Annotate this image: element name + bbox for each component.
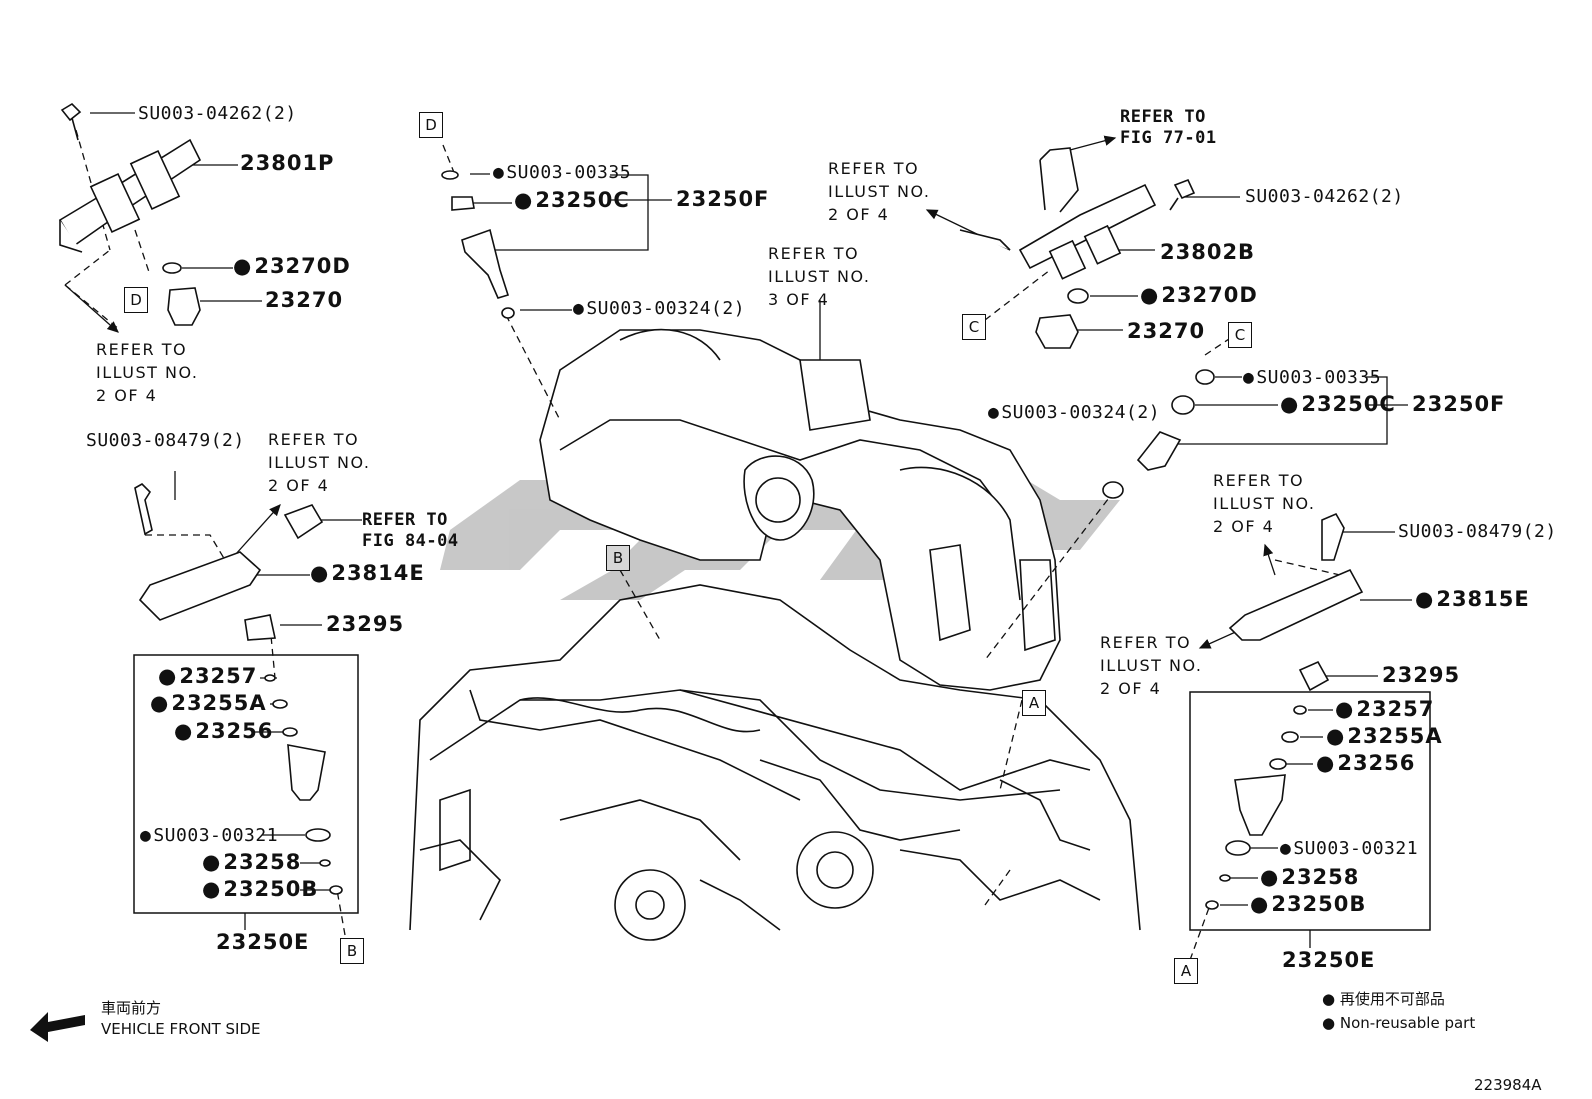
label-23270-right: 23270 xyxy=(1127,319,1206,343)
hose-fig-84-04 xyxy=(283,504,324,540)
vehicle-front-jp: 車両前方 xyxy=(101,999,162,1017)
marker-c-top-right: C xyxy=(962,314,986,340)
label-23270D-right: 23270D xyxy=(1140,283,1258,307)
legend-jp-text: 再使用不可部品 xyxy=(1339,990,1445,1008)
marker-a-center: A xyxy=(1022,690,1046,716)
label-23256-right: 23256 xyxy=(1316,751,1415,775)
figure-number: 223984A xyxy=(1474,1076,1542,1094)
ref-fig-77-01: REFER TO FIG 77-01 xyxy=(1120,107,1217,148)
ref-illust-3: REFER TO ILLUST NO. 3 OF 4 xyxy=(768,244,871,309)
label-su003-08479-right: SU003-08479(2) xyxy=(1398,521,1557,542)
ref-illust-2-left-top: REFER TO ILLUST NO. 2 OF 4 xyxy=(96,340,199,405)
intake-manifold xyxy=(539,328,1061,691)
label-su003-00335-right: SU003-00335 xyxy=(1243,367,1381,388)
label-23257-right: 23257 xyxy=(1335,697,1434,721)
label-23250E-left: 23250E xyxy=(216,930,310,954)
marker-d-top: D xyxy=(419,112,443,138)
label-23250F-top: 23250F xyxy=(676,187,770,211)
marker-b-center: B xyxy=(606,545,630,571)
marker-d-left: D xyxy=(124,287,148,313)
label-su003-00324-top: SU003-00324(2) xyxy=(573,298,745,319)
legend-non-reusable-en: ● Non-reusable part xyxy=(1322,1014,1475,1032)
clip-23295-left xyxy=(244,614,276,641)
bolt-su08479-left xyxy=(134,483,153,536)
label-23270-left: 23270 xyxy=(265,288,344,312)
label-23250C-top: 23250C xyxy=(514,188,630,212)
marker-b-left: B xyxy=(340,938,364,964)
legend-en-text: Non-reusable part xyxy=(1339,1014,1476,1032)
label-23258-left: 23258 xyxy=(202,850,301,874)
label-su003-00321-left: SU003-00321 xyxy=(140,825,278,846)
kit-box-23250E-left xyxy=(133,654,359,914)
injector-23250F-top xyxy=(461,228,510,299)
fuel-pipe-23814E xyxy=(138,551,262,621)
fuel-pipe-23802B xyxy=(959,147,1196,280)
label-23295-left: 23295 xyxy=(326,612,405,636)
o-ring-23270D-left xyxy=(162,262,182,274)
filled-circle-icon: ● xyxy=(1322,1014,1336,1032)
ref-fig-84-04: REFER TO FIG 84-04 xyxy=(362,510,459,551)
label-su003-08479-left: SU003-08479(2) xyxy=(86,430,245,451)
seal-su00324-top xyxy=(501,307,515,319)
label-23250F-right: 23250F xyxy=(1412,392,1506,416)
label-23250E-right: 23250E xyxy=(1282,948,1376,972)
arrow-left-icon xyxy=(30,1012,85,1042)
vehicle-front-en: VEHICLE FRONT SIDE xyxy=(101,1020,261,1038)
label-23295-right: 23295 xyxy=(1382,663,1461,687)
label-23250B-right: 23250B xyxy=(1250,892,1366,916)
label-23255A-right: 23255A xyxy=(1326,724,1443,748)
label-23270D-left: 23270D xyxy=(233,254,351,278)
label-su003-04262-right: SU003-04262(2) xyxy=(1245,186,1404,207)
damper-23270-left xyxy=(167,287,201,326)
ref-illust-2-right-low: REFER TO ILLUST NO. 2 OF 4 xyxy=(1100,633,1203,698)
label-23255A-left: 23255A xyxy=(150,691,267,715)
vehicle-front-label: 車両前方 VEHICLE FRONT SIDE xyxy=(101,998,261,1040)
insulator-23250C-top xyxy=(451,196,475,211)
injector-23250E-left xyxy=(287,744,326,801)
ref-illust-2-right-mid: REFER TO ILLUST NO. 2 OF 4 xyxy=(1213,471,1316,536)
label-su003-00321-right: SU003-00321 xyxy=(1280,838,1418,859)
o-ring-su00335-top xyxy=(441,170,459,180)
ref-illust-2-top-right: REFER TO ILLUST NO. 2 OF 4 xyxy=(828,159,931,224)
label-su003-00324-right: SU003-00324(2) xyxy=(988,402,1160,423)
filled-circle-icon: ● xyxy=(1322,990,1336,1008)
label-23814E: 23814E xyxy=(310,561,425,585)
fuel-pipe-23801P xyxy=(58,102,202,253)
label-23801P: 23801P xyxy=(240,151,335,175)
label-su003-00335-top: SU003-00335 xyxy=(493,162,631,183)
label-23250B-left: 23250B xyxy=(202,877,318,901)
label-23802B: 23802B xyxy=(1160,240,1256,264)
label-23815E: 23815E xyxy=(1415,587,1530,611)
label-23258-right: 23258 xyxy=(1260,865,1359,889)
label-23257-left: 23257 xyxy=(158,664,257,688)
marker-a-right: A xyxy=(1174,958,1198,984)
ref-illust-2-left-mid: REFER TO ILLUST NO. 2 OF 4 xyxy=(268,430,371,495)
marker-c-right: C xyxy=(1228,322,1252,348)
label-23256-left: 23256 xyxy=(174,719,273,743)
label-23250C-right: 23250C xyxy=(1280,392,1396,416)
engine-block xyxy=(409,584,1141,941)
legend-non-reusable-jp: ● 再使用不可部品 xyxy=(1322,988,1445,1009)
label-su003-04262-left: SU003-04262(2) xyxy=(138,103,297,124)
